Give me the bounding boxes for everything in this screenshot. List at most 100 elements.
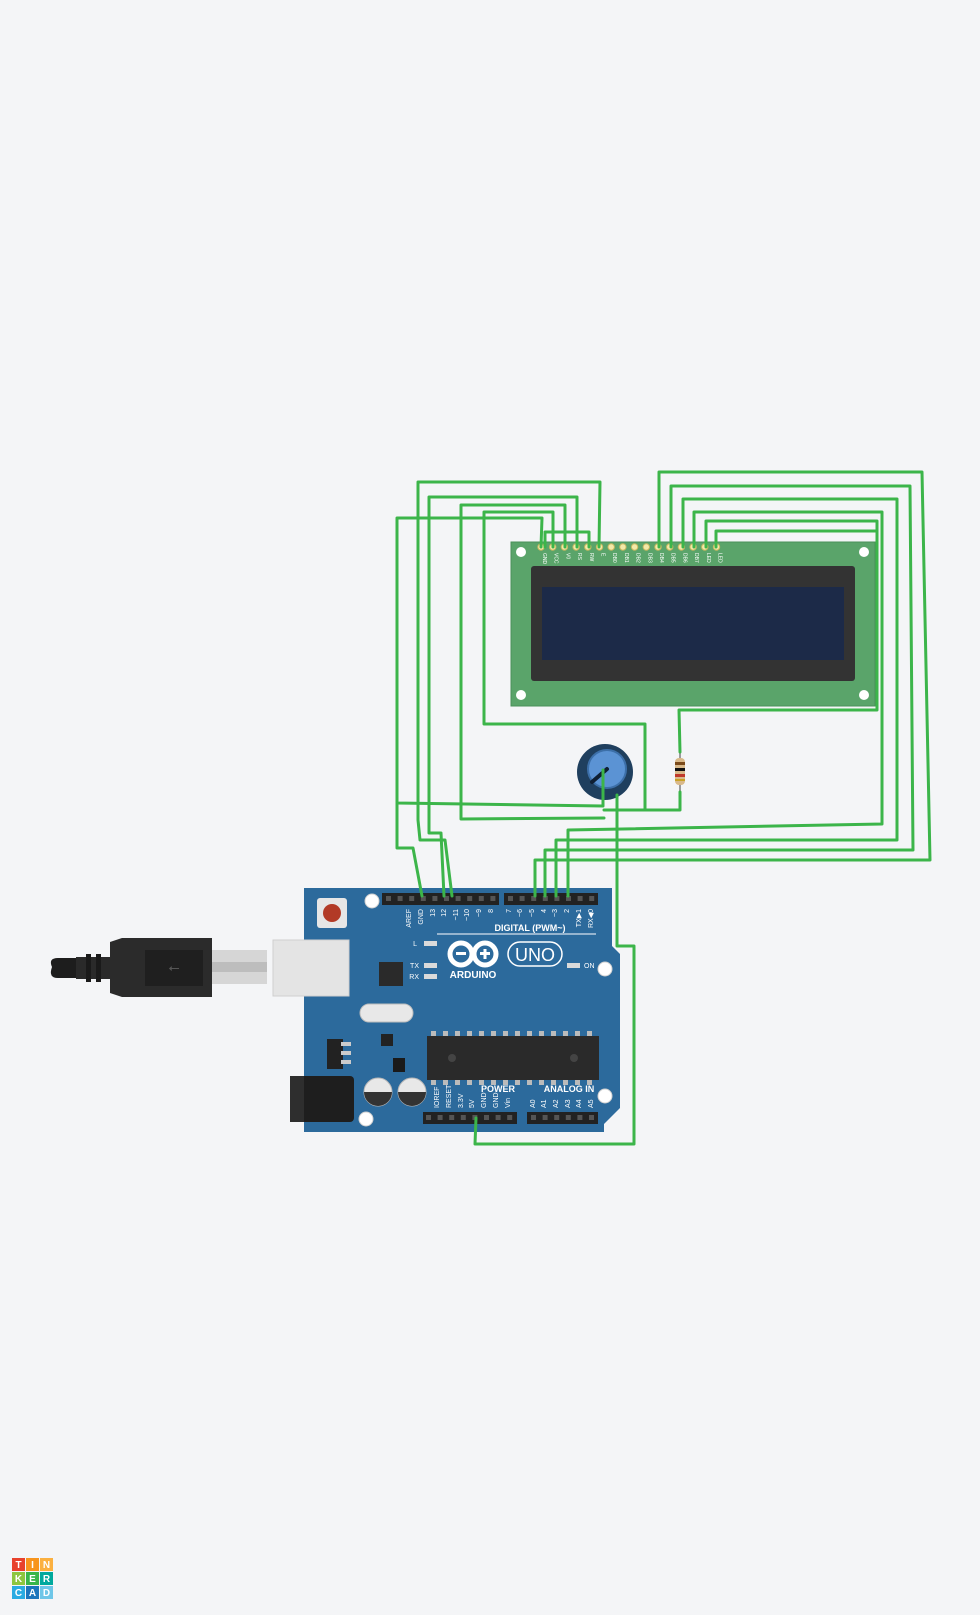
header-pin[interactable]: [432, 896, 438, 901]
resistor-band: [675, 768, 685, 771]
wire[interactable]: [543, 484, 915, 898]
infinity-right: [471, 940, 499, 968]
resistor[interactable]: [675, 752, 685, 792]
lcd-mount-hole: [516, 547, 526, 557]
usb-ridge: [86, 954, 91, 982]
power-label: POWER: [481, 1084, 516, 1094]
digital-label: DIGITAL (PWM~): [495, 923, 566, 933]
header-pin[interactable]: [589, 1115, 594, 1120]
wire[interactable]: [566, 510, 884, 898]
header-pin[interactable]: [495, 1115, 501, 1120]
header-pin[interactable]: [577, 1115, 583, 1120]
wire[interactable]: [533, 470, 932, 898]
lcd-pin-label: DB6: [681, 553, 687, 563]
lcd-pin[interactable]: [619, 543, 627, 551]
header-pin[interactable]: [566, 896, 571, 901]
wires[interactable]: [395, 470, 932, 1146]
logo-letter: D: [43, 1588, 50, 1599]
logo-tile: [26, 1586, 39, 1599]
mcu-leg: [527, 1031, 532, 1036]
header-pin[interactable]: [409, 896, 415, 901]
wire[interactable]: [427, 495, 579, 898]
mcu-leg: [551, 1080, 556, 1085]
mcu-leg: [431, 1031, 436, 1036]
pin-label: 12: [441, 909, 448, 917]
header-pin[interactable]: [508, 896, 513, 901]
header-pin[interactable]: [507, 1115, 513, 1120]
wire[interactable]: [395, 516, 605, 808]
header-pin[interactable]: [531, 1115, 536, 1120]
lcd-pin-label: DB0: [611, 553, 617, 563]
potentiometer[interactable]: [577, 744, 633, 800]
usb-chip: [379, 962, 403, 986]
header-pin[interactable]: [542, 1115, 548, 1120]
pin-label: ~3: [552, 909, 559, 917]
mcu-leg: [455, 1080, 460, 1085]
wire[interactable]: [473, 793, 636, 1146]
led-rx-label: RX: [409, 974, 419, 981]
header-pin[interactable]: [531, 896, 537, 901]
header-pin[interactable]: [554, 896, 560, 901]
regulator-pin: [341, 1042, 351, 1046]
header-pin[interactable]: [437, 1115, 443, 1120]
arduino-uno-board[interactable]: ARDUINO UNO DIGITAL (PWM~) POWER ANALOG …: [272, 888, 620, 1132]
header-pin[interactable]: [420, 896, 426, 901]
logo-letter: I: [31, 1560, 34, 1571]
wire[interactable]: [395, 801, 424, 898]
pin-label: TX▶1: [576, 909, 583, 927]
smd-chip: [393, 1058, 405, 1072]
header-pin[interactable]: [397, 896, 403, 901]
wire[interactable]: [714, 529, 879, 549]
header-pin[interactable]: [386, 896, 391, 901]
header-pin[interactable]: [460, 1115, 466, 1120]
wire[interactable]: [543, 530, 591, 549]
lcd-pin-label: DB4: [658, 553, 664, 563]
pin-label: GND: [418, 909, 425, 925]
pin-label: 8: [488, 909, 495, 913]
lcd-mount-hole: [859, 547, 869, 557]
analog-label: ANALOG IN: [544, 1084, 595, 1094]
header-pin[interactable]: [444, 896, 449, 901]
plus-icon-v: [483, 949, 487, 959]
led-l: [424, 941, 437, 946]
header-pin[interactable]: [490, 896, 496, 901]
header-pin[interactable]: [478, 896, 484, 901]
lcd-pin-label: GND: [541, 553, 547, 565]
pin-label: A0: [530, 1099, 537, 1108]
header-pin[interactable]: [449, 1115, 455, 1120]
lcd-mount-hole: [859, 690, 869, 700]
wire[interactable]: [459, 503, 606, 821]
minus-icon: [456, 952, 466, 955]
wire[interactable]: [677, 519, 879, 754]
usb-ridge: [96, 954, 101, 982]
logo-letter: N: [43, 1560, 50, 1571]
header-pin[interactable]: [554, 1115, 560, 1120]
wire[interactable]: [554, 497, 899, 898]
header-pin[interactable]: [484, 1115, 489, 1120]
mcu-leg: [575, 1080, 580, 1085]
header-pin[interactable]: [455, 896, 461, 901]
header-pin[interactable]: [577, 896, 583, 901]
reset-button-cap[interactable]: [323, 904, 341, 922]
lcd-pin[interactable]: [630, 543, 639, 551]
lcd-pin[interactable]: [607, 543, 615, 551]
header-pin[interactable]: [426, 1115, 431, 1120]
wire[interactable]: [643, 790, 682, 812]
arduino-logo: [447, 940, 563, 968]
pin-label: ~6: [517, 909, 524, 917]
header-pin[interactable]: [467, 896, 473, 901]
wire[interactable]: [416, 480, 602, 898]
lcd-pin[interactable]: [642, 543, 650, 551]
header-pin[interactable]: [542, 896, 548, 901]
mcu-leg: [539, 1031, 544, 1036]
mcu-leg: [503, 1080, 508, 1085]
header-pin[interactable]: [565, 1115, 571, 1120]
header-pin[interactable]: [589, 896, 595, 901]
header-pin[interactable]: [519, 896, 525, 901]
pin-label: 5V: [469, 1099, 476, 1108]
mcu-leg: [467, 1080, 472, 1085]
